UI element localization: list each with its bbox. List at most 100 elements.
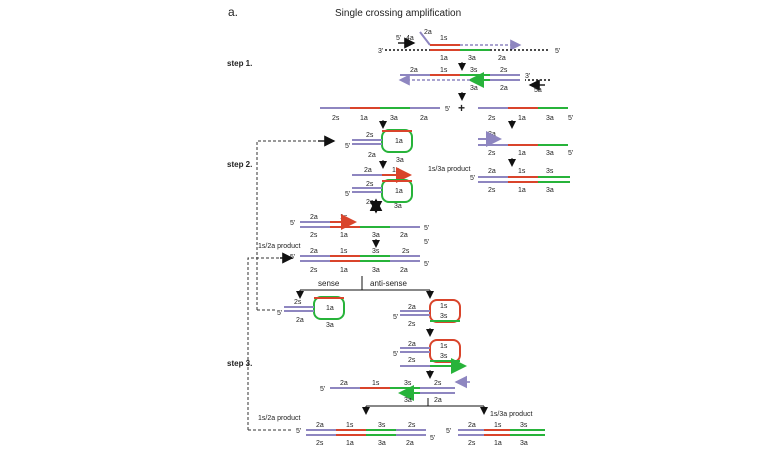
svg-text:3a: 3a bbox=[372, 232, 380, 239]
svg-text:3': 3' bbox=[378, 48, 383, 55]
svg-text:2s: 2s bbox=[408, 422, 416, 429]
svg-text:+: + bbox=[458, 101, 465, 115]
step2-duplex-right: 2s 1a 3a 5' bbox=[478, 107, 573, 122]
svg-text:3a: 3a bbox=[470, 85, 478, 92]
step3-antisense-displacement: 2a 1s 3s 2s 5' 3a 2a bbox=[320, 375, 470, 404]
svg-text:3a: 3a bbox=[468, 55, 476, 62]
step1-annealing: 2a 5' 4a 1s 3' 5' 1a 3a 2a bbox=[378, 29, 560, 62]
svg-text:2s: 2s bbox=[402, 248, 410, 255]
svg-text:5': 5' bbox=[393, 314, 398, 321]
svg-text:2a: 2a bbox=[434, 397, 442, 404]
step2-displacement: 2a 1s 5' 5' 2s 1a 3a 2a bbox=[290, 214, 429, 239]
svg-text:3': 3' bbox=[525, 73, 530, 80]
svg-text:1a: 1a bbox=[346, 440, 354, 447]
svg-text:5': 5' bbox=[424, 261, 429, 268]
figure-label: a. bbox=[228, 5, 238, 19]
svg-text:2a: 2a bbox=[500, 85, 508, 92]
step-3-label: step 3. bbox=[227, 359, 252, 368]
svg-text:5': 5' bbox=[446, 428, 451, 435]
svg-text:2a: 2a bbox=[498, 55, 506, 62]
svg-text:3s: 3s bbox=[404, 380, 412, 387]
svg-text:5': 5' bbox=[396, 35, 401, 42]
svg-text:2a: 2a bbox=[408, 304, 416, 311]
svg-text:3s: 3s bbox=[470, 67, 478, 74]
svg-text:2a: 2a bbox=[424, 29, 432, 36]
final-product-left: 2a 1s 3s 2s 5' 5' 2s 1a 3a 2a bbox=[296, 422, 435, 447]
svg-text:1s: 1s bbox=[440, 35, 448, 42]
svg-text:2s: 2s bbox=[310, 267, 318, 274]
svg-text:3a: 3a bbox=[546, 187, 554, 194]
step2-product-left: 2a 1s 3s 2s 5' 5' 5' 2s 1a 3a 2a bbox=[290, 239, 429, 274]
svg-text:1s: 1s bbox=[392, 167, 400, 174]
svg-text:2s: 2s bbox=[500, 67, 508, 74]
svg-text:2s: 2s bbox=[294, 299, 302, 306]
product-1s3a-label: 1s/3a product bbox=[428, 166, 470, 173]
step3-antisense-loop: 1s 2a 3s 5' 2s bbox=[393, 299, 461, 328]
svg-text:1a: 1a bbox=[395, 138, 403, 145]
step-1-label: step 1. bbox=[227, 59, 252, 68]
svg-text:2a: 2a bbox=[400, 267, 408, 274]
svg-text:2a: 2a bbox=[316, 422, 324, 429]
final-split bbox=[362, 398, 488, 415]
svg-text:1a: 1a bbox=[360, 115, 368, 122]
svg-text:5': 5' bbox=[296, 428, 301, 435]
svg-text:2s: 2s bbox=[468, 440, 476, 447]
svg-text:1a: 1a bbox=[340, 267, 348, 274]
step2-duplex-left: 5' 2s 1a 3a 2a bbox=[320, 106, 450, 122]
svg-text:1s: 1s bbox=[372, 380, 380, 387]
svg-text:3a: 3a bbox=[326, 322, 334, 329]
svg-text:5': 5' bbox=[345, 143, 350, 150]
svg-text:5': 5' bbox=[470, 175, 475, 182]
svg-text:2s: 2s bbox=[408, 357, 416, 364]
svg-text:2a: 2a bbox=[310, 248, 318, 255]
svg-text:5': 5' bbox=[568, 150, 573, 157]
svg-text:3s: 3s bbox=[440, 353, 448, 360]
diagram-title: Single crossing amplification bbox=[335, 8, 461, 19]
svg-text:2s: 2s bbox=[488, 187, 496, 194]
svg-text:5': 5' bbox=[393, 351, 398, 358]
product-1s2a-label: 1s/2a product bbox=[258, 243, 300, 250]
svg-text:3s: 3s bbox=[440, 313, 448, 320]
svg-text:5': 5' bbox=[320, 386, 325, 393]
svg-text:2s: 2s bbox=[434, 380, 442, 387]
final-product-right: 2a 1s 3s 5' 2s 1a 3a bbox=[446, 422, 545, 447]
svg-text:2a: 2a bbox=[410, 67, 418, 74]
svg-text:2a: 2a bbox=[310, 214, 318, 221]
sense-label: sense bbox=[318, 279, 340, 288]
svg-text:1a: 1a bbox=[326, 305, 334, 312]
svg-text:1a: 1a bbox=[518, 115, 526, 122]
svg-text:2a: 2a bbox=[366, 199, 374, 206]
svg-text:3a: 3a bbox=[394, 203, 402, 210]
svg-text:2a: 2a bbox=[468, 422, 476, 429]
svg-text:1s: 1s bbox=[340, 248, 348, 255]
svg-text:4a: 4a bbox=[406, 35, 414, 42]
svg-text:1a: 1a bbox=[494, 440, 502, 447]
svg-text:3s: 3s bbox=[520, 422, 528, 429]
svg-text:5': 5' bbox=[424, 225, 429, 232]
product-1s3a-bottom-label: 1s/3a product bbox=[490, 411, 532, 418]
svg-text:5': 5' bbox=[277, 310, 282, 317]
svg-text:2a: 2a bbox=[408, 341, 416, 348]
svg-text:2s: 2s bbox=[488, 150, 496, 157]
svg-text:3s: 3s bbox=[372, 248, 380, 255]
svg-text:3a: 3a bbox=[396, 157, 404, 164]
svg-text:5a: 5a bbox=[534, 87, 542, 94]
svg-text:1a: 1a bbox=[340, 232, 348, 239]
svg-text:2a: 2a bbox=[364, 167, 372, 174]
sense-antisense-split: sense anti-sense bbox=[296, 276, 434, 299]
svg-text:3a: 3a bbox=[390, 115, 398, 122]
svg-text:1a: 1a bbox=[518, 187, 526, 194]
feedback-dashed-lines bbox=[247, 135, 336, 431]
svg-text:1s: 1s bbox=[518, 168, 526, 175]
svg-text:3a: 3a bbox=[546, 150, 554, 157]
svg-text:1s: 1s bbox=[346, 422, 354, 429]
svg-text:3s: 3s bbox=[546, 168, 554, 175]
step2-loop-2: 2a 1s 2s 1a 5' 2a 3a bbox=[345, 167, 413, 210]
svg-text:2a: 2a bbox=[488, 168, 496, 175]
svg-text:2s: 2s bbox=[488, 115, 496, 122]
svg-text:1s: 1s bbox=[440, 67, 448, 74]
step2-primer-right: 2a 2s 1a 3a 5' bbox=[478, 131, 573, 157]
svg-text:2s: 2s bbox=[366, 132, 374, 139]
svg-text:5': 5' bbox=[345, 191, 350, 198]
